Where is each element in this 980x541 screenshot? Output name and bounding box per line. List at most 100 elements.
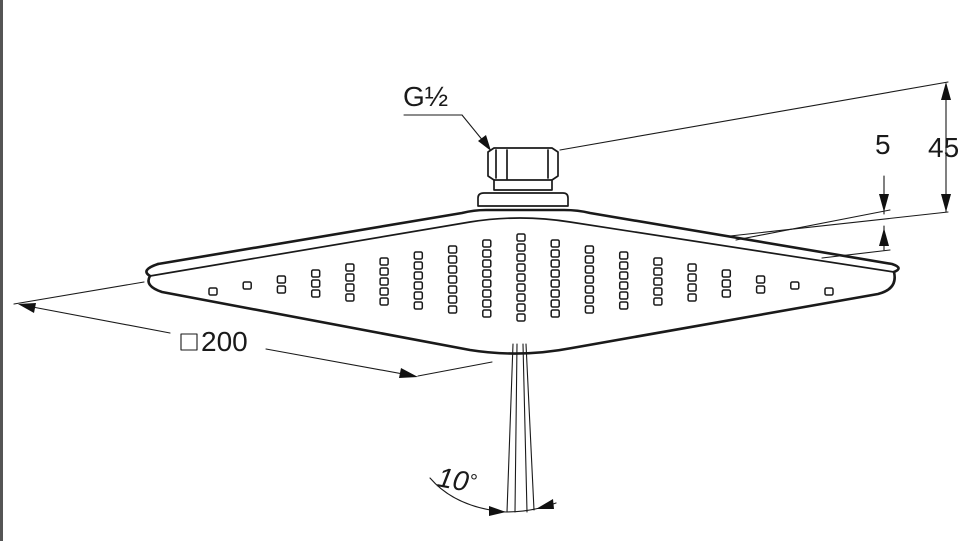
nozzle: [550, 259, 560, 268]
degree-symbol: °: [470, 471, 478, 493]
nozzle: [447, 265, 458, 274]
nozzle: [516, 243, 526, 252]
nozzle: [618, 291, 629, 300]
nozzle: [618, 271, 629, 280]
nozzle: [413, 271, 424, 280]
nozzle: [516, 233, 526, 242]
shower-plate-top-rim: [156, 208, 900, 274]
spray-line-mid-right: [522, 343, 528, 513]
nozzle: [618, 301, 629, 310]
nozzle: [242, 281, 252, 290]
nozzle: [482, 259, 492, 268]
nozzle: [790, 281, 800, 290]
nozzle: [516, 263, 526, 272]
dimension-5-arrow-top: [879, 194, 889, 212]
extension-line-left-corner: [13, 281, 145, 305]
nozzle: [413, 261, 424, 270]
nozzle: [482, 239, 492, 248]
nozzle: [482, 289, 492, 298]
nozzle: [550, 299, 560, 308]
nozzle: [345, 263, 355, 272]
nozzle: [550, 289, 560, 298]
nozzle: [379, 257, 389, 266]
nozzle: [550, 249, 560, 258]
dimension-45-arrow-top: [941, 82, 951, 100]
extension-line-plate-upper: [735, 209, 891, 241]
nozzle: [379, 267, 389, 276]
spray-line-mid-left: [514, 343, 518, 513]
nozzle: [345, 283, 355, 292]
nozzle: [755, 275, 766, 284]
nozzle: [584, 255, 595, 264]
shower-plate: [145, 208, 900, 355]
nozzle: [618, 251, 629, 260]
nozzle: [345, 293, 355, 302]
dimension-45-text: 45: [928, 132, 959, 163]
spray-angle-arrow-right: [536, 499, 554, 509]
spray-angle-text: 10: [435, 461, 471, 497]
nozzle: [721, 279, 732, 288]
nozzle: [653, 267, 663, 276]
nozzle: [618, 261, 629, 270]
connector-base: [477, 192, 569, 207]
nozzle: [310, 289, 321, 298]
nozzle-grid: [208, 233, 834, 322]
nozzle: [447, 305, 458, 314]
nozzle: [276, 275, 287, 284]
nozzle: [516, 293, 526, 302]
nozzle: [310, 269, 321, 278]
nozzle: [687, 293, 697, 302]
nozzle: [618, 281, 629, 290]
shower-plate-bottom-outline: [147, 270, 896, 355]
nozzle: [584, 265, 595, 274]
dimension-45: 45: [928, 82, 959, 213]
nozzle: [482, 279, 492, 288]
dimension-5-arrow-bottom: [879, 228, 889, 246]
extension-line-plate-lower: [821, 249, 891, 259]
nozzle: [447, 275, 458, 284]
dimension-5: 5: [875, 129, 891, 251]
nozzle: [482, 249, 492, 258]
nozzle: [208, 287, 218, 296]
dimension-200-text: 200: [201, 326, 248, 357]
nozzle: [550, 309, 560, 318]
nozzle: [653, 257, 663, 266]
extension-line-front-corner: [417, 361, 493, 377]
nozzle: [584, 285, 595, 294]
dimension-45-arrow-bottom: [941, 194, 951, 212]
thread-callout-text: G½: [403, 81, 448, 112]
shower-plate-inner-edge: [149, 217, 895, 277]
nozzle: [447, 295, 458, 304]
nozzle: [550, 279, 560, 288]
nozzle: [516, 253, 526, 262]
dimension-200: □ 200: [18, 303, 418, 378]
nozzle: [482, 309, 492, 318]
nozzle: [379, 287, 389, 296]
nozzle: [687, 263, 697, 272]
nozzle: [276, 285, 287, 294]
nozzle: [653, 287, 663, 296]
nozzle: [482, 269, 492, 278]
extension-line-top-connector: [559, 81, 949, 151]
dimension-200-line-left: [21, 304, 171, 334]
nozzle: [482, 299, 492, 308]
spray-angle: 10 °: [429, 343, 557, 516]
nozzle: [516, 313, 526, 322]
spray-angle-arrow-left: [489, 506, 506, 516]
dimension-200-arrow-right: [399, 368, 418, 378]
left-frame-edge: [0, 0, 3, 541]
nozzle: [721, 269, 732, 278]
nozzle: [755, 285, 766, 294]
thread-callout-leader: [461, 114, 485, 143]
nozzle: [413, 291, 424, 300]
nozzle: [516, 283, 526, 292]
nozzle: [653, 297, 663, 306]
spray-line-left: [506, 343, 514, 513]
nozzle: [379, 297, 389, 306]
nozzle: [721, 289, 732, 298]
nozzle: [413, 281, 424, 290]
shower-plate-left-end: [145, 262, 160, 278]
nozzle: [516, 303, 526, 312]
nozzle: [584, 245, 595, 254]
